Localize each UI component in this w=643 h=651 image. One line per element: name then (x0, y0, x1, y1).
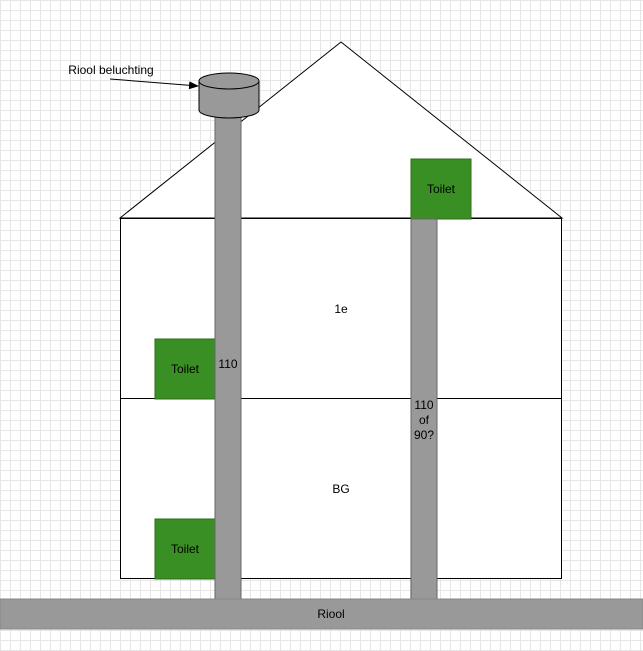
sewer-main-pipe (0, 598, 643, 630)
toilet-label-upper: Toilet (171, 362, 200, 376)
vent-label: Riool beluchting (68, 63, 153, 77)
floor-label-ground: BG (332, 482, 349, 496)
toilet-label-ground: Toilet (171, 542, 200, 556)
pipe-right-size-label-line1: 110 (414, 398, 433, 412)
toilet-attic (410, 158, 472, 220)
toilet-label-attic: Toilet (427, 182, 456, 196)
vent-arrow (109, 78, 199, 90)
toilet-ground-floor (154, 518, 216, 580)
floor-label-upper: 1e (334, 302, 348, 316)
pipe-right-size-label-line3: 90? (414, 428, 434, 442)
pipe-right-size-label-line2: of (419, 413, 430, 427)
roof (118, 41, 564, 219)
pipe-left-size-label: 110 (218, 357, 237, 371)
vent-cap (198, 72, 260, 119)
sewer-label: Riool (317, 607, 344, 621)
pipe-left (214, 113, 242, 601)
